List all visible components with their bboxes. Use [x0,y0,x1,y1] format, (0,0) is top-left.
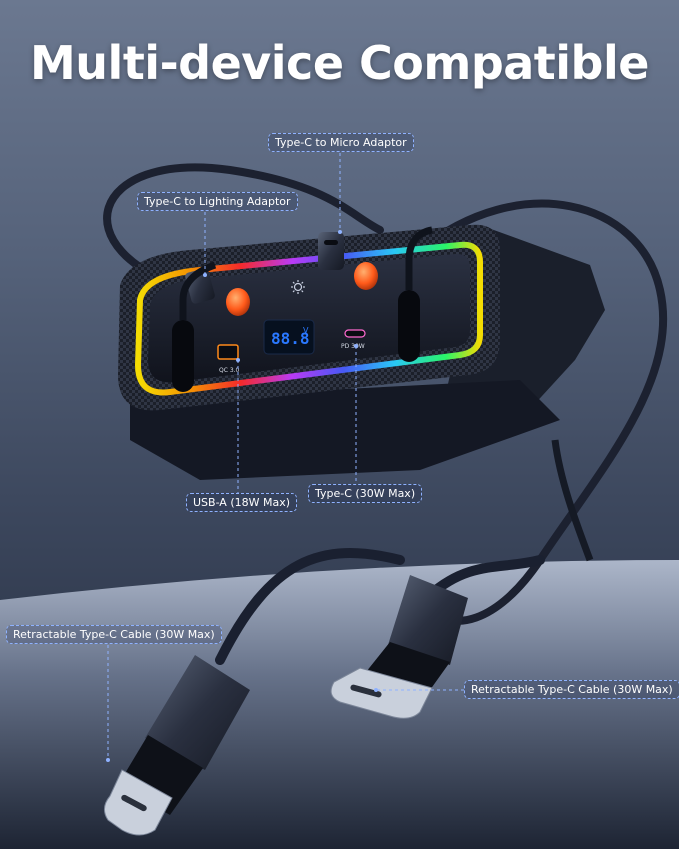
callout-cable-right: Retractable Type-C Cable (30W Max) [464,680,679,699]
type-c-connector-left [104,655,250,836]
brightness-icon [291,280,305,294]
rgb-led-strip [134,241,483,396]
power-cable [551,439,594,562]
usb-a-port-icon [217,344,239,360]
cable-loop-right [416,199,668,625]
dashboard-surface [0,560,679,849]
flat-cable-left [215,548,405,665]
callout-usb-a: USB-A (18W Max) [186,493,298,512]
usb-a-port-label: QC 3.0 [219,367,240,374]
callout-leaders [107,153,464,760]
headline: Multi-device Compatible [30,36,649,90]
voltage-display [263,319,315,355]
callout-dots [106,230,378,762]
slot-cable-left [179,261,217,320]
micro-adaptor [318,232,378,290]
type-c-port-label: PD 30W [341,343,365,350]
usb-c-port-icon [344,329,366,338]
callout-micro-adaptor: Type-C to Micro Adaptor [268,133,414,152]
display-reading: 88.8 [271,329,310,348]
cable-loop-back [103,163,384,294]
callout-type-c: Type-C (30W Max) [308,484,423,503]
type-c-connector-right [330,575,468,719]
cable-slot-left [172,320,194,392]
display-unit: V [303,326,309,335]
callout-lightning-adaptor: Type-C to Lighting Adaptor [137,192,298,211]
slot-cable-right [405,226,433,290]
flat-cable-right [425,555,545,600]
callout-cable-left: Retractable Type-C Cable (30W Max) [6,625,222,644]
cable-slot-right [398,290,420,362]
